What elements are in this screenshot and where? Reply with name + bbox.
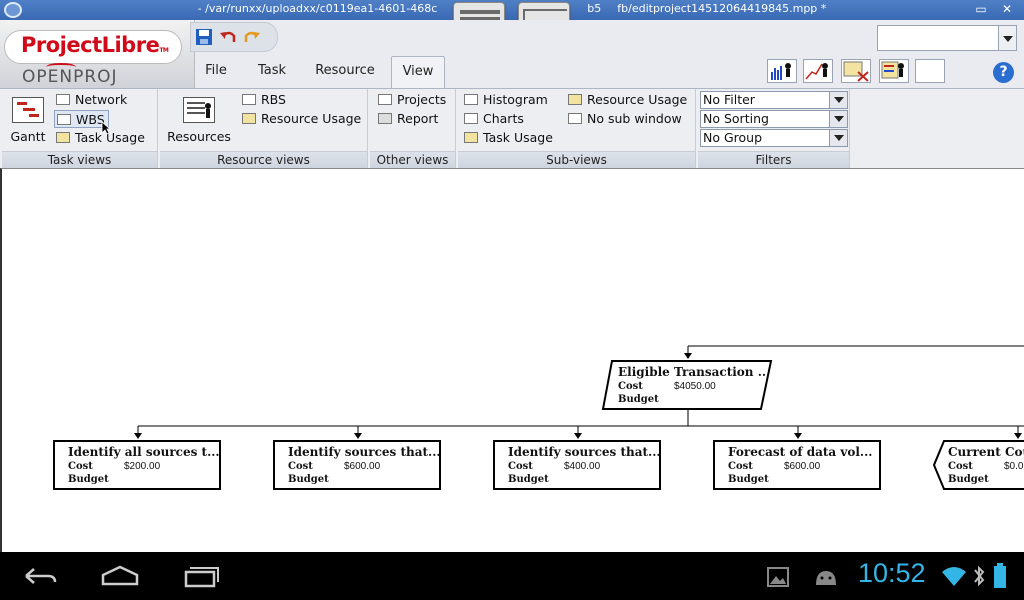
save-icon[interactable] (195, 28, 213, 46)
resources-icon (183, 97, 215, 123)
wbs-node[interactable]: Forecast of data vol... Cost $600.00 Bud… (728, 445, 873, 485)
wbs-node[interactable]: Identify all sources t... Cost $200.00 B… (68, 445, 220, 485)
group-sub-views: Histogram Charts Task Usage Resource Usa… (458, 89, 696, 169)
android-debug-icon (816, 571, 836, 585)
wbs-canvas[interactable]: Eligible Transaction ... Cost $4050.00 B… (0, 168, 1024, 552)
rbs-button[interactable]: RBS (242, 91, 286, 109)
wbs-icon (57, 114, 71, 125)
wbs-root-node[interactable]: Eligible Transaction ... Cost $4050.00 B… (618, 365, 771, 405)
status-clock: 10:52 (858, 558, 926, 588)
wifi-icon (942, 567, 966, 586)
minimize-icon[interactable]: ▭ (975, 2, 987, 16)
chevron-down-icon[interactable] (829, 111, 847, 127)
mouse-cursor-icon (101, 121, 111, 135)
app-icon (4, 2, 22, 18)
resource-usage-tool-icon[interactable] (879, 59, 909, 83)
recent-apps-icon[interactable] (182, 564, 220, 588)
histogram-button[interactable]: Histogram (464, 91, 548, 109)
gantt-button[interactable]: Gantt (8, 97, 48, 144)
search-combo[interactable] (877, 25, 1017, 51)
gallery-icon[interactable] (766, 566, 790, 588)
rbs-icon (242, 94, 256, 105)
bluetooth-icon (974, 565, 985, 587)
redo-icon[interactable] (243, 28, 261, 46)
openproj-logo: OPENPROJ (22, 63, 118, 87)
histogram-icon (464, 94, 478, 105)
chevron-down-icon[interactable] (829, 92, 847, 108)
wbs-button[interactable]: WBS (54, 110, 109, 128)
quick-access-toolbar (190, 22, 278, 52)
tab-task[interactable]: Task (257, 63, 287, 78)
gantt-icon (12, 97, 44, 123)
blank-window-icon (568, 113, 582, 124)
network-button[interactable]: Network (56, 91, 127, 109)
wbs-connectors (53, 345, 1024, 490)
wbs-node[interactable]: Current Cou Cost $0.0 Budget (948, 445, 1024, 485)
filter-select[interactable]: No Filter (700, 91, 848, 109)
window-titlebar: - /var/runxx/uploadxx/c0119ea1-4601-468c… (0, 0, 1024, 20)
charts-icon (464, 113, 478, 124)
subview-task-usage-button[interactable]: Task Usage (464, 129, 553, 147)
ribbon-body: Gantt Network WBS Task Usage Task views … (0, 88, 1024, 169)
group-label: Other views (370, 151, 455, 168)
root-node-shape (601, 360, 773, 410)
wbs-node[interactable]: Identify sources that... Cost $600.00 Bu… (288, 445, 441, 485)
no-sub-window-button[interactable]: No sub window (568, 110, 682, 128)
projectlibre-logo: ProjectLibreTM (4, 30, 182, 64)
sorting-select[interactable]: No Sorting (700, 110, 848, 128)
no-sub-window-tool[interactable] (915, 59, 945, 83)
projects-button[interactable]: Projects (378, 91, 446, 109)
task-usage-icon (464, 132, 478, 143)
resources-button[interactable]: Resources (164, 97, 234, 144)
network-icon (56, 94, 70, 105)
group-label: Filters (698, 151, 849, 168)
charts-button[interactable]: Charts (464, 110, 524, 128)
window-title: - /var/runxx/uploadxx/c0119ea1-4601-468c… (197, 2, 827, 15)
task-usage-tool-icon[interactable] (841, 59, 871, 83)
resource-usage-icon (242, 113, 256, 124)
charts-tool-icon[interactable] (803, 59, 833, 83)
report-icon (378, 113, 392, 124)
resource-usage-button[interactable]: Resource Usage (242, 110, 361, 128)
group-select[interactable]: No Group (700, 129, 848, 147)
battery-icon (994, 563, 1006, 588)
resource-usage-icon (568, 94, 582, 105)
home-icon[interactable] (100, 564, 140, 588)
group-task-views: Gantt Network WBS Task Usage Task views (2, 89, 158, 169)
task-usage-icon (56, 132, 70, 143)
undo-icon[interactable] (219, 28, 237, 46)
chevron-down-icon[interactable] (829, 130, 847, 146)
projects-icon (378, 94, 392, 105)
report-button[interactable]: Report (378, 110, 438, 128)
chevron-down-icon[interactable] (998, 26, 1016, 50)
back-icon[interactable] (22, 564, 58, 588)
tab-view[interactable]: View (391, 56, 445, 88)
group-filters: Filters (698, 89, 850, 169)
system-navbar: 10:52 (0, 552, 1024, 600)
wbs-node[interactable]: Identify sources that... Cost $400.00 Bu… (508, 445, 661, 485)
group-resource-views: Resources RBS Resource Usage Resource vi… (160, 89, 368, 169)
group-label: Task views (2, 151, 157, 168)
group-other-views: Projects Report Other views (370, 89, 456, 169)
task-usage-button[interactable]: Task Usage (56, 129, 145, 147)
help-icon[interactable]: ? (993, 62, 1014, 83)
tab-resource[interactable]: Resource (315, 63, 375, 78)
group-label: Resource views (160, 151, 367, 168)
subview-resource-usage-button[interactable]: Resource Usage (568, 91, 687, 109)
group-label: Sub-views (458, 151, 695, 168)
tab-file[interactable]: File (205, 63, 227, 78)
close-icon[interactable]: ✕ (1001, 2, 1013, 16)
histogram-tool-icon[interactable] (767, 59, 797, 83)
